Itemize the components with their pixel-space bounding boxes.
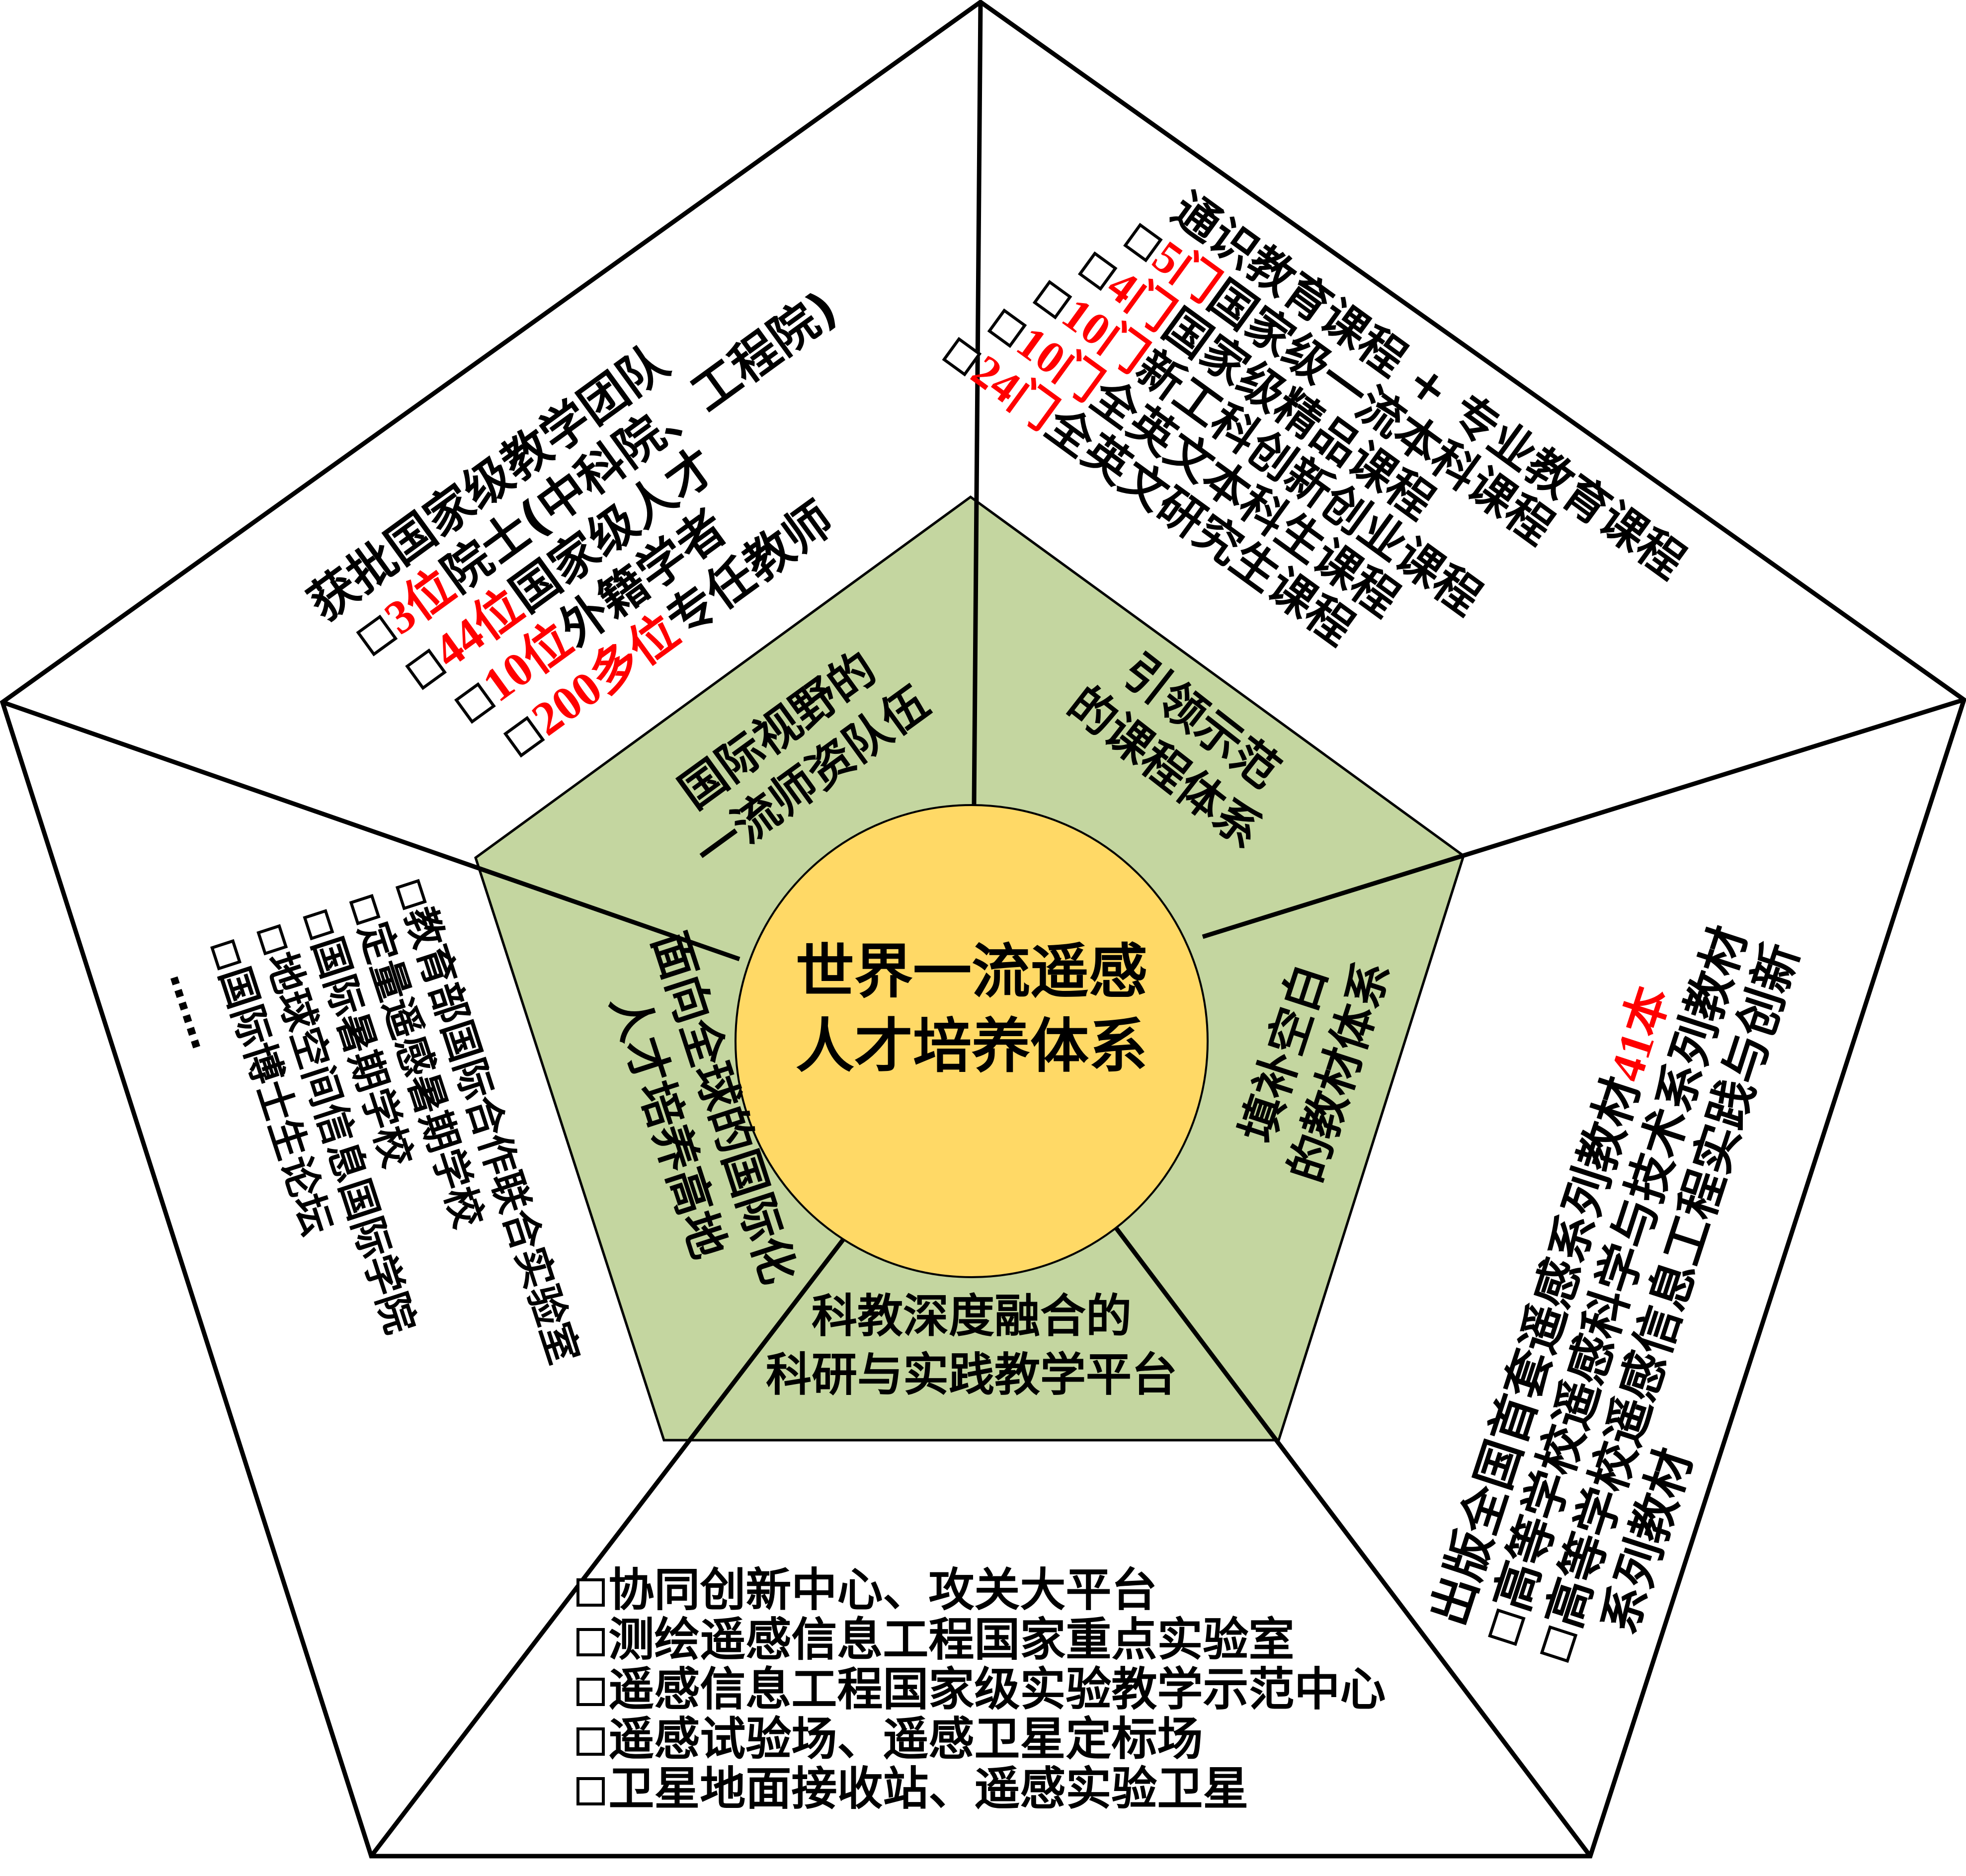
- platform-item: 协同创新中心、攻关大平台: [576, 1565, 1386, 1615]
- checkbox-icon: [576, 1578, 605, 1607]
- divider-bottom-left: [369, 1236, 847, 1858]
- center-title: 世界一流遥感 人才培养体系: [736, 934, 1208, 1083]
- checkbox-icon: [576, 1628, 605, 1656]
- divider-bottom-right: [1114, 1226, 1592, 1858]
- center-title-line2: 人才培养体系: [795, 1012, 1147, 1080]
- platform-item: 测绘遥感信息工程国家重点实验室: [576, 1615, 1386, 1665]
- divider-top: [972, 1, 983, 806]
- divider-right: [1202, 697, 1965, 939]
- divider-left: [1, 700, 740, 962]
- inner-label-platform: 科教深度融合的 科研与实践教学平台: [736, 1287, 1208, 1404]
- outer-platform: 协同创新中心、攻关大平台 测绘遥感信息工程国家重点实验室 遥感信息工程国家级实验…: [576, 1565, 1386, 1814]
- platform-item: 遥感信息工程国家级实验教学示范中心: [576, 1665, 1386, 1714]
- checkbox-icon: [576, 1777, 605, 1805]
- center-circle: [735, 804, 1209, 1278]
- inner-label-platform-line1: 科教深度融合的: [811, 1290, 1132, 1343]
- platform-item: 卫星地面接收站、遥感实验卫星: [576, 1764, 1386, 1814]
- center-title-line1: 世界一流遥感: [795, 937, 1147, 1006]
- inner-label-platform-line2: 科研与实践教学平台: [765, 1348, 1177, 1401]
- platform-item: 遥感试验场、遥感卫星定标场: [576, 1714, 1386, 1764]
- checkbox-icon: [576, 1727, 605, 1756]
- checkbox-icon: [576, 1677, 605, 1706]
